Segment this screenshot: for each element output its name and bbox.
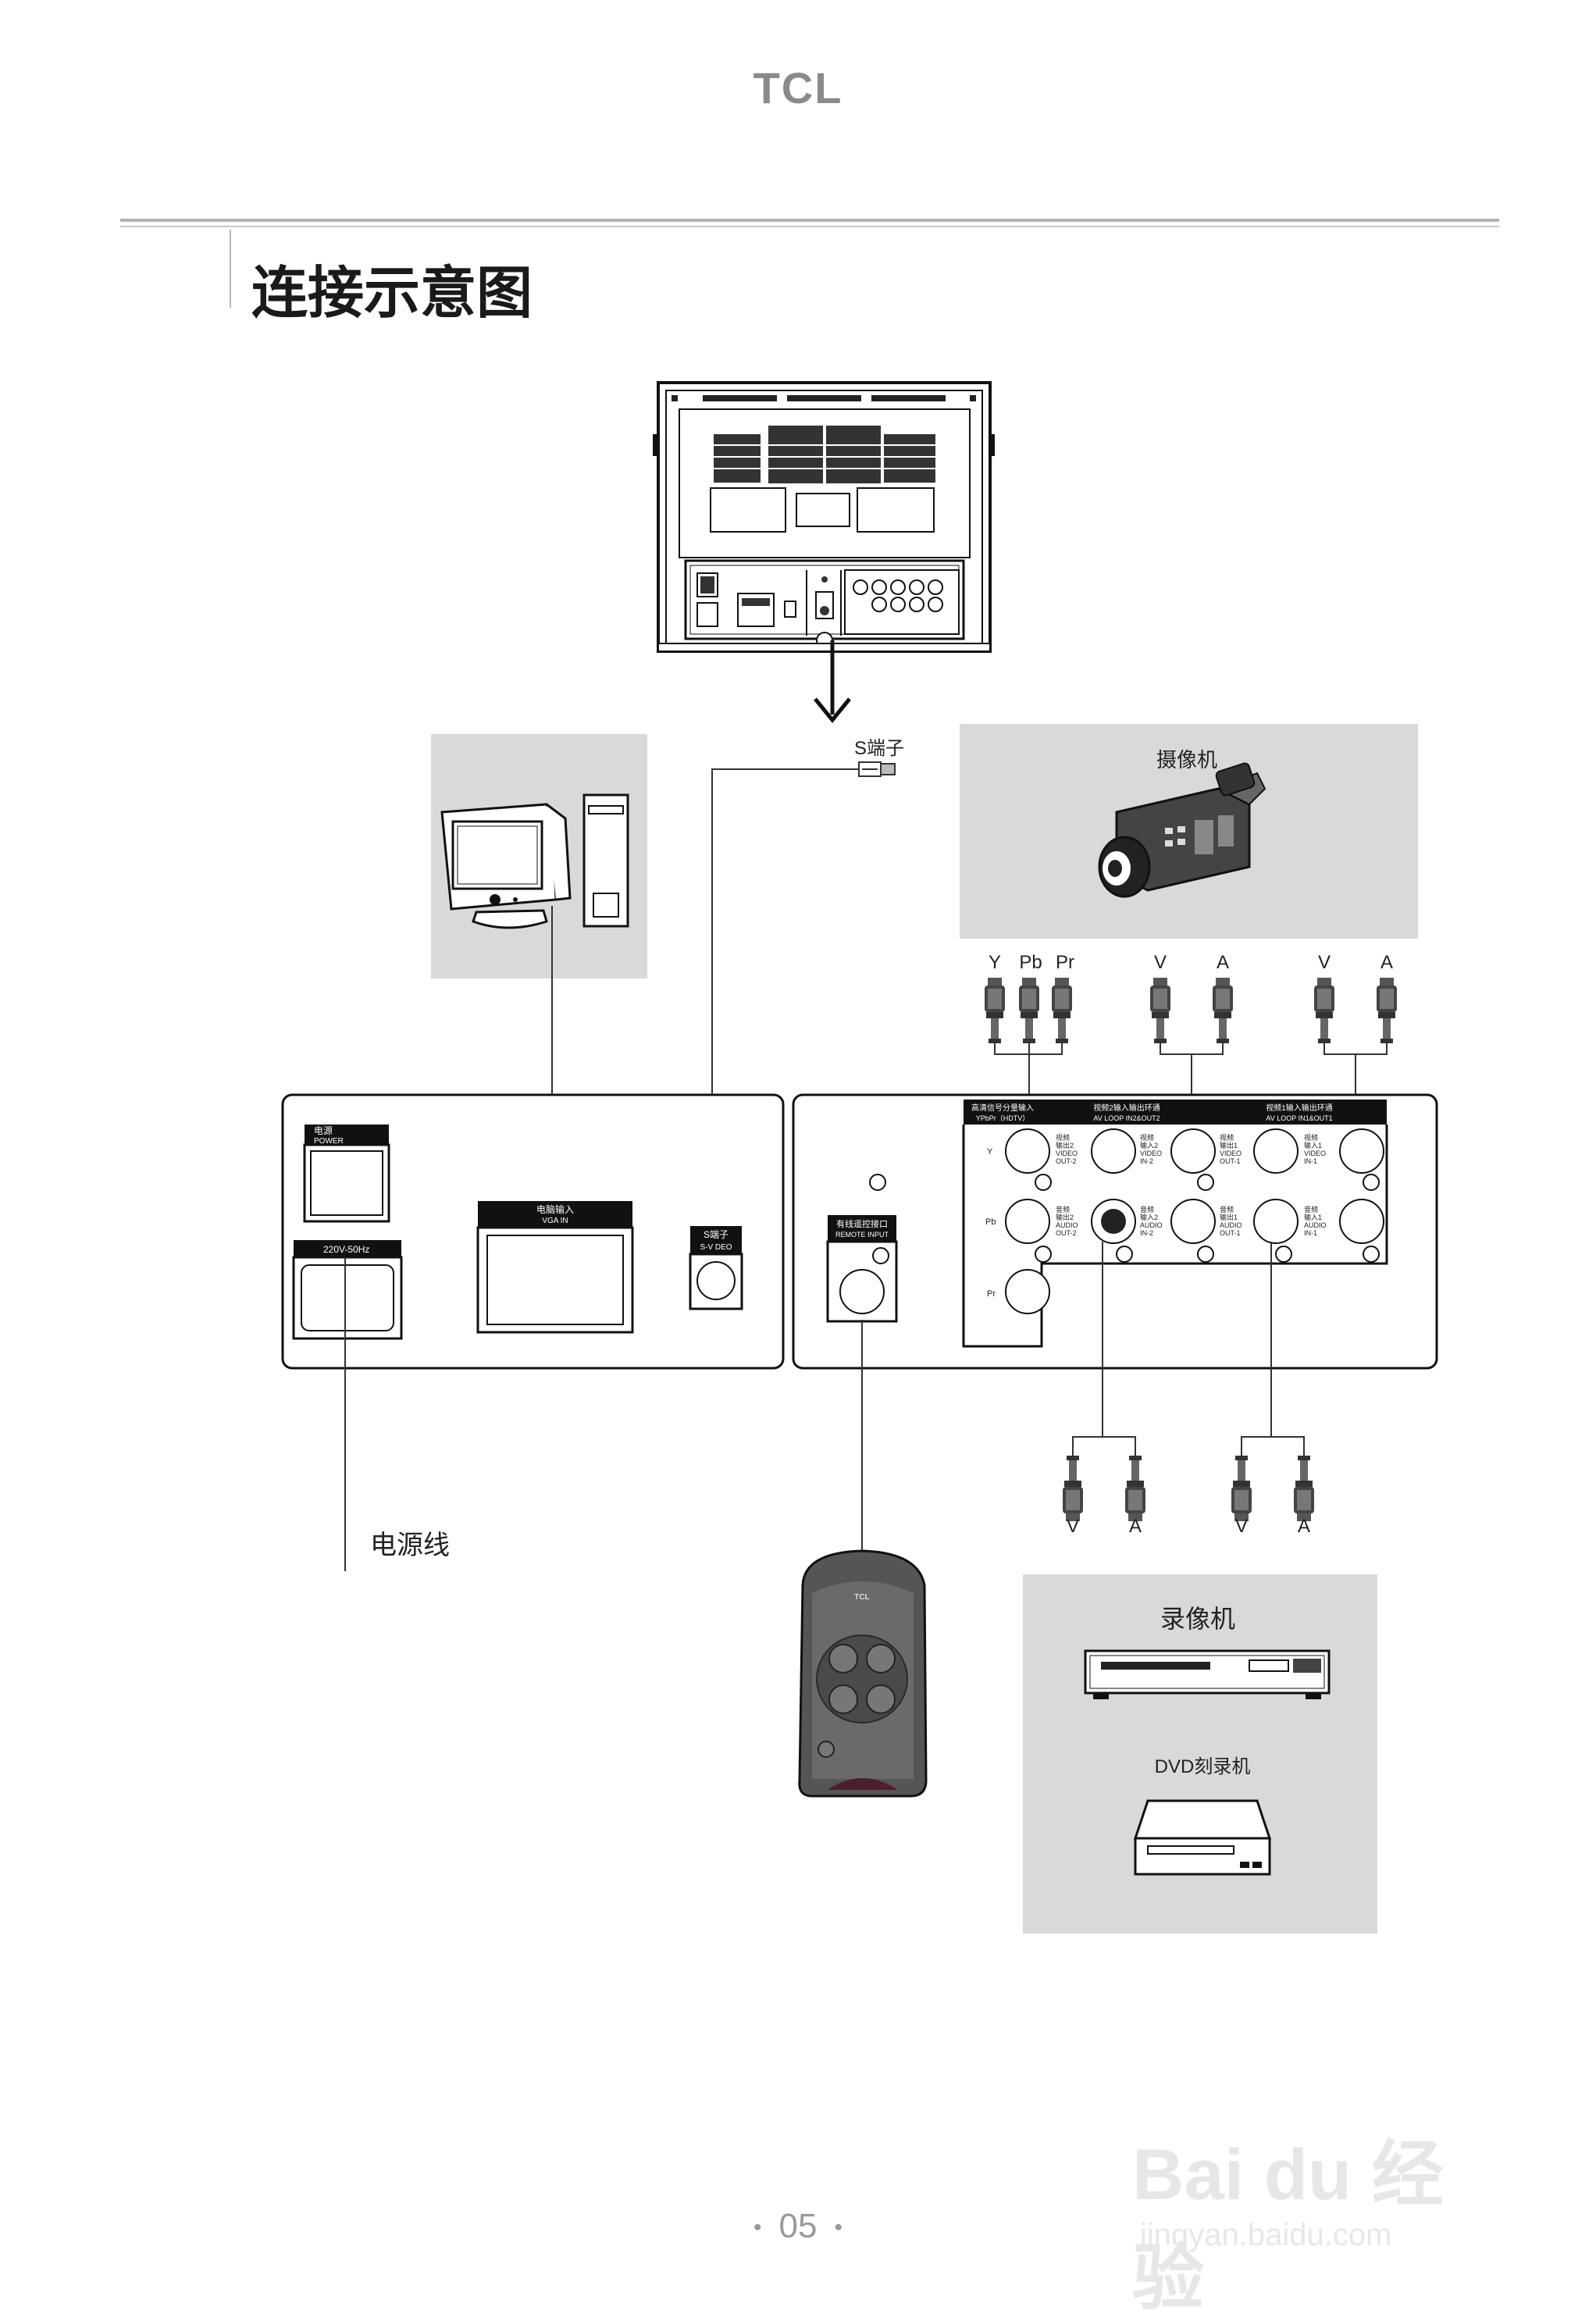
port-label: 音频 bbox=[1056, 1205, 1070, 1214]
plugs-av2-top: V A bbox=[1150, 952, 1233, 1101]
tv-rear-view bbox=[653, 381, 995, 653]
brand-logo: TCL bbox=[753, 63, 843, 112]
remote-control-icon: TCL bbox=[798, 1549, 928, 1798]
pc-tower-icon bbox=[582, 793, 629, 928]
rear-panel-left: 电源 POWER 220V-50Hz 电脑输入 VGA IN S端子 S-V D… bbox=[281, 1093, 785, 1370]
sv-label-en: S-V DEO bbox=[700, 1243, 732, 1252]
rear-panel-right: 有线遥控接口 REMOTE INPUT 高清信号分量输入 YPbPr（HDTV）… bbox=[792, 1093, 1438, 1370]
row-y-label: Y bbox=[987, 1147, 993, 1157]
row-pb-label: Pb bbox=[985, 1217, 996, 1227]
plug-label: V bbox=[1154, 952, 1167, 973]
port-label: 音频 bbox=[1140, 1205, 1154, 1214]
remote-input-label-en: REMOTE INPUT bbox=[835, 1231, 889, 1239]
port-label: 输入2 bbox=[1140, 1141, 1158, 1150]
port-label: 视频 bbox=[1056, 1133, 1070, 1142]
loop1-label-en: AV LOOP IN1&OUT1 bbox=[1266, 1114, 1332, 1122]
page-number: •05• bbox=[753, 2207, 843, 2245]
hdtv-label-cn: 高清信号分量输入 bbox=[971, 1103, 1034, 1113]
camcorder-label: 摄像机 bbox=[1156, 748, 1217, 772]
dvd-recorder-icon bbox=[1133, 1799, 1272, 1876]
vga-label-en: VGA IN bbox=[542, 1217, 568, 1225]
sv-label-cn: S端子 bbox=[704, 1229, 729, 1240]
dvd-recorder-label: DVD刻录机 bbox=[1155, 1756, 1251, 1777]
loop2-label-en: AV LOOP IN2&OUT2 bbox=[1093, 1114, 1160, 1122]
port-label: 输出1 bbox=[1220, 1141, 1238, 1150]
header-rule-thin bbox=[120, 226, 1499, 227]
port-label: OUT-1 bbox=[1220, 1157, 1241, 1165]
port-label: AUDIO bbox=[1304, 1221, 1327, 1229]
port-label: 视频 bbox=[1304, 1133, 1318, 1142]
port-label: 输入2 bbox=[1140, 1213, 1158, 1221]
remote-brand: TCL bbox=[854, 1593, 869, 1602]
vga-label-cn: 电脑输入 bbox=[536, 1203, 574, 1215]
loop1-label-cn: 视频1输入输出环通 bbox=[1266, 1103, 1333, 1113]
port-label: VIDEO bbox=[1140, 1150, 1162, 1157]
plug-label: V bbox=[1067, 1516, 1079, 1537]
loop2-label-cn: 视频2输入输出环通 bbox=[1093, 1103, 1160, 1113]
s-video-cable bbox=[711, 768, 859, 1240]
row-pr-label: Pr bbox=[987, 1289, 996, 1299]
plugs-av1-top: V A bbox=[1314, 952, 1397, 1101]
plugs-ypbpr-top: Y Pb Pr bbox=[985, 952, 1074, 1101]
port-label: IN-1 bbox=[1304, 1157, 1317, 1165]
port-label: OUT-2 bbox=[1056, 1157, 1077, 1165]
page-title: 连接示意图 bbox=[251, 260, 533, 326]
port-label: OUT-1 bbox=[1220, 1229, 1241, 1237]
port-label: VIDEO bbox=[1304, 1150, 1326, 1157]
port-label: 音频 bbox=[1220, 1205, 1234, 1214]
watermark: Bai du 经验 jingyan.baidu.com bbox=[1132, 2069, 1507, 2319]
port-label: 视频 bbox=[1140, 1133, 1154, 1142]
plug-label: A bbox=[1380, 952, 1393, 973]
s-video-plug bbox=[858, 761, 896, 777]
plug-label: A bbox=[1129, 1516, 1142, 1537]
power-label-cn: 电源 bbox=[314, 1125, 333, 1136]
port-label: VIDEO bbox=[1220, 1150, 1242, 1157]
plug-label: A bbox=[1217, 952, 1229, 973]
port-label: 输入1 bbox=[1304, 1213, 1322, 1221]
plug-label: Y bbox=[989, 952, 1001, 973]
heading-accent-bar bbox=[230, 230, 231, 308]
port-label: 输出2 bbox=[1056, 1213, 1074, 1221]
remote-input-label-cn: 有线遥控接口 bbox=[836, 1218, 888, 1229]
port-label: VIDEO bbox=[1056, 1150, 1078, 1157]
power-label-en: POWER bbox=[314, 1137, 344, 1146]
vcr-icon bbox=[1084, 1649, 1331, 1699]
port-label: IN-1 bbox=[1304, 1229, 1317, 1237]
page-number-value: 05 bbox=[778, 2207, 818, 2245]
plug-label: Pr bbox=[1056, 952, 1074, 973]
plug-label: V bbox=[1235, 1516, 1248, 1537]
ac-label: 220V-50Hz bbox=[323, 1244, 369, 1255]
port-label: 视频 bbox=[1220, 1133, 1234, 1142]
s-terminal-label: S端子 bbox=[854, 738, 904, 759]
port-label: OUT-2 bbox=[1056, 1229, 1077, 1237]
port-label: 输入1 bbox=[1304, 1141, 1322, 1150]
plug-label: Pb bbox=[1019, 952, 1042, 973]
pc-monitor-icon bbox=[440, 803, 572, 929]
port-label: 输出2 bbox=[1056, 1141, 1074, 1150]
vcr-label: 录像机 bbox=[1160, 1604, 1235, 1634]
plugs-av1-bottom: V A bbox=[1231, 1436, 1314, 1537]
plugs-av2-bottom: V A bbox=[1063, 1436, 1145, 1537]
port-label: AUDIO bbox=[1220, 1221, 1242, 1229]
camcorder-icon bbox=[1098, 762, 1266, 898]
hdtv-label-en: YPbPr（HDTV） bbox=[976, 1114, 1030, 1122]
port-label: IN-2 bbox=[1140, 1229, 1153, 1237]
port-label: AUDIO bbox=[1056, 1221, 1078, 1229]
plug-label: V bbox=[1318, 952, 1331, 973]
s-video-arrow bbox=[814, 640, 851, 723]
watermark-sub: jingyan.baidu.com bbox=[1140, 2218, 1392, 2252]
plug-label: A bbox=[1298, 1516, 1310, 1537]
header-rule bbox=[120, 219, 1499, 222]
power-cord-label: 电源线 bbox=[370, 1530, 450, 1561]
port-label: IN-2 bbox=[1140, 1157, 1153, 1165]
port-label: AUDIO bbox=[1140, 1221, 1163, 1229]
port-label: 音频 bbox=[1304, 1205, 1318, 1214]
port-label: 输出1 bbox=[1220, 1213, 1238, 1221]
